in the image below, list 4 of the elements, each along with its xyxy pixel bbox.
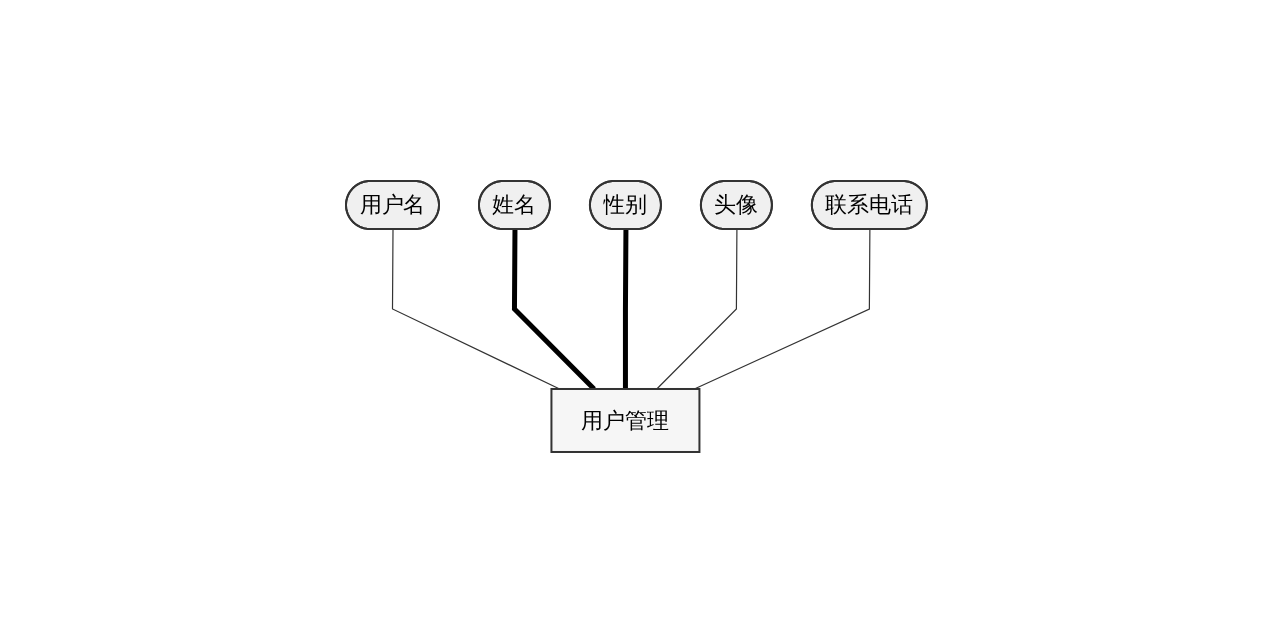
connector <box>391 228 560 390</box>
connector <box>655 228 738 390</box>
node-box: 用户管理 <box>550 387 700 453</box>
connector <box>622 229 628 389</box>
